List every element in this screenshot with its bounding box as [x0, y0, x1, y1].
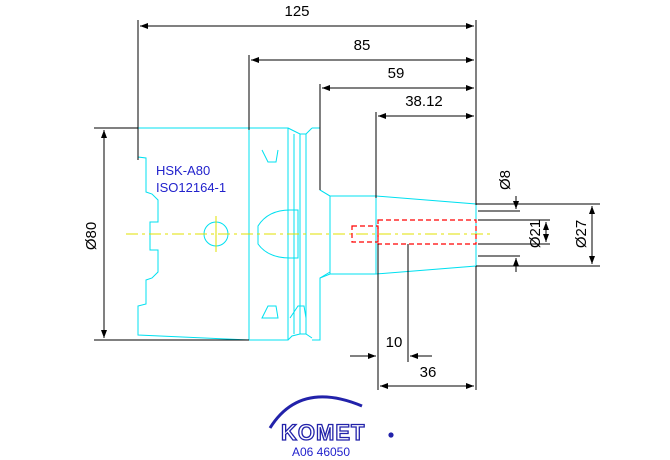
logo-dot-icon — [388, 432, 394, 438]
dim-diameter-8: Ø8 — [497, 170, 514, 190]
bore-hidden-lines — [351, 219, 477, 245]
komet-logo: KOMET — [268, 395, 394, 446]
dim-diameter-80: Ø80 — [83, 222, 100, 250]
logo-arc-icon — [268, 395, 363, 429]
dim-diameter-27: Ø27 — [573, 220, 590, 248]
hsk-taper — [137, 127, 250, 341]
dim-10: 10 — [386, 334, 403, 351]
brand-name: KOMET — [281, 420, 365, 445]
shank — [319, 189, 377, 279]
keyway — [257, 209, 299, 259]
dim-59: 59 — [388, 65, 405, 82]
part-number: A06 46050 — [292, 445, 350, 459]
dim-36: 36 — [420, 364, 437, 381]
dim-diameter-21: Ø21 — [527, 220, 544, 248]
dimension-lines — [94, 20, 600, 390]
dim-38-12: 38.12 — [405, 93, 443, 110]
dim-85: 85 — [354, 37, 371, 54]
spec-standard: HSK-A80 — [156, 163, 210, 178]
spec-iso: ISO12164-1 — [156, 180, 226, 195]
collet-nose — [375, 195, 477, 275]
dim-125: 125 — [284, 3, 309, 20]
